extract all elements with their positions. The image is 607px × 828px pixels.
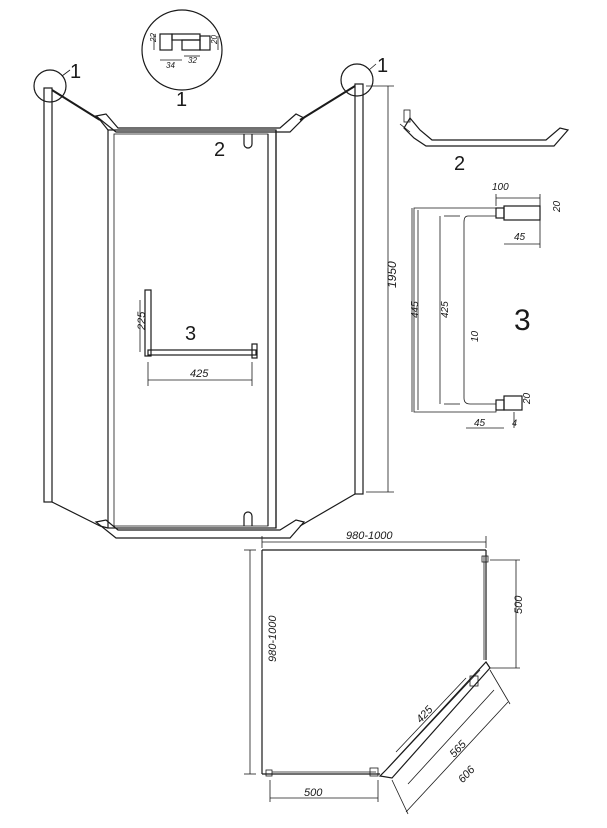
plan-view: 980-1000 980-1000 500 500 425 565 606 <box>244 530 525 815</box>
handle-overall-height-label: 445 <box>410 301 421 318</box>
handle-width-label: 425 <box>190 368 209 380</box>
handle-top-offset-label: 45 <box>514 232 526 243</box>
callout-bar-2: 2 <box>214 139 225 161</box>
handle-bottom-gap-label: 4 <box>512 418 517 428</box>
callout-handle-detail-3: 3 <box>514 304 531 337</box>
profile-dim-22: 22 <box>149 33 158 43</box>
plan-diagonal-label: 606 <box>456 763 478 785</box>
plan-side-bottom-label: 500 <box>304 787 323 799</box>
handle-top-width-label: 100 <box>492 182 509 193</box>
handle-bottom-depth-label: 20 <box>522 392 533 405</box>
front-height-label: 1950 <box>385 261 399 288</box>
profile-dim-32: 32 <box>188 56 197 65</box>
plan-depth-label: 980-1000 <box>267 615 279 662</box>
corner-circle-right <box>340 63 374 97</box>
profile-dim-34: 34 <box>166 61 175 70</box>
profile-dim-20: 20 <box>210 35 219 45</box>
plan-door-panel-label: 565 <box>448 738 470 760</box>
plan-width-label: 980-1000 <box>346 530 393 542</box>
plan-door-opening-label: 425 <box>414 703 436 725</box>
corner-circle-left <box>33 69 67 103</box>
handle-height-label: 225 <box>136 311 148 331</box>
bar-detail: 2 <box>399 109 570 175</box>
callout-corner-left: 1 <box>70 61 81 83</box>
callout-corner-right: 1 <box>377 55 388 77</box>
handle-bottom-offset-label: 45 <box>474 418 486 429</box>
callout-handle-3: 3 <box>185 323 196 345</box>
plan-side-right-label: 500 <box>513 595 525 614</box>
callout-detail-1: 1 <box>176 89 187 111</box>
handle-detail: 100 20 45 45 20 4 445 425 10 3 <box>410 182 563 429</box>
handle-inner-height-label: 425 <box>440 301 451 318</box>
callout-bar-detail-2: 2 <box>454 153 465 175</box>
handle-bar-diameter-label: 10 <box>470 330 481 342</box>
profile-detail: 22 20 34 32 1 <box>141 9 223 111</box>
handle-top-depth-label: 20 <box>552 200 563 213</box>
front-view: 1 1 225 425 3 2 <box>33 55 399 539</box>
